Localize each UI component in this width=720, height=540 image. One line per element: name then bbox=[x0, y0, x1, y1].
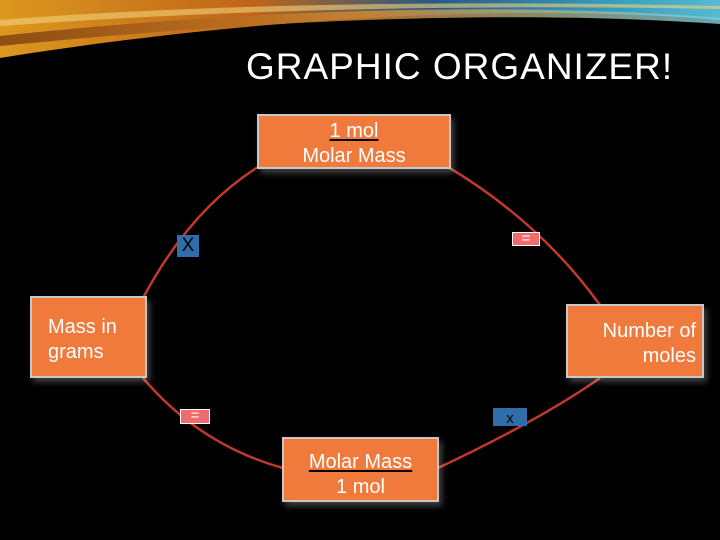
box-left-line2: grams bbox=[48, 341, 104, 363]
equals-badge-bottom-left: = bbox=[180, 408, 210, 424]
page-title: GRAPHIC ORGANIZER! bbox=[246, 46, 674, 87]
box-right-line2: moles bbox=[642, 345, 696, 367]
box-right-line1: Number of bbox=[602, 320, 696, 342]
box-left-line1: Mass in bbox=[48, 316, 117, 338]
box-mol-per-molar-mass: 1 mol Molar Mass bbox=[257, 114, 451, 169]
connector-bottom-right bbox=[437, 376, 601, 470]
multiply-badge-bottom-right: x bbox=[493, 408, 527, 427]
box-number-of-moles: Number of moles bbox=[566, 304, 704, 378]
decorative-swoosh bbox=[0, 0, 720, 58]
box-bottom-denominator: 1 mol bbox=[336, 476, 385, 498]
box-top-numerator: 1 mol bbox=[329, 120, 379, 142]
box-top-denominator: Molar Mass bbox=[302, 145, 406, 167]
box-molar-mass-per-mol: Molar Mass 1 mol bbox=[282, 437, 439, 502]
connector-bottom-left bbox=[142, 377, 284, 470]
connector-top-right bbox=[447, 165, 602, 306]
connector-top-left bbox=[141, 165, 259, 299]
equals-badge-top-right: = bbox=[512, 231, 540, 246]
box-bottom-numerator: Molar Mass bbox=[308, 451, 413, 473]
multiply-badge-top-left: X bbox=[177, 235, 199, 257]
box-mass-in-grams: Mass in grams bbox=[30, 296, 147, 378]
